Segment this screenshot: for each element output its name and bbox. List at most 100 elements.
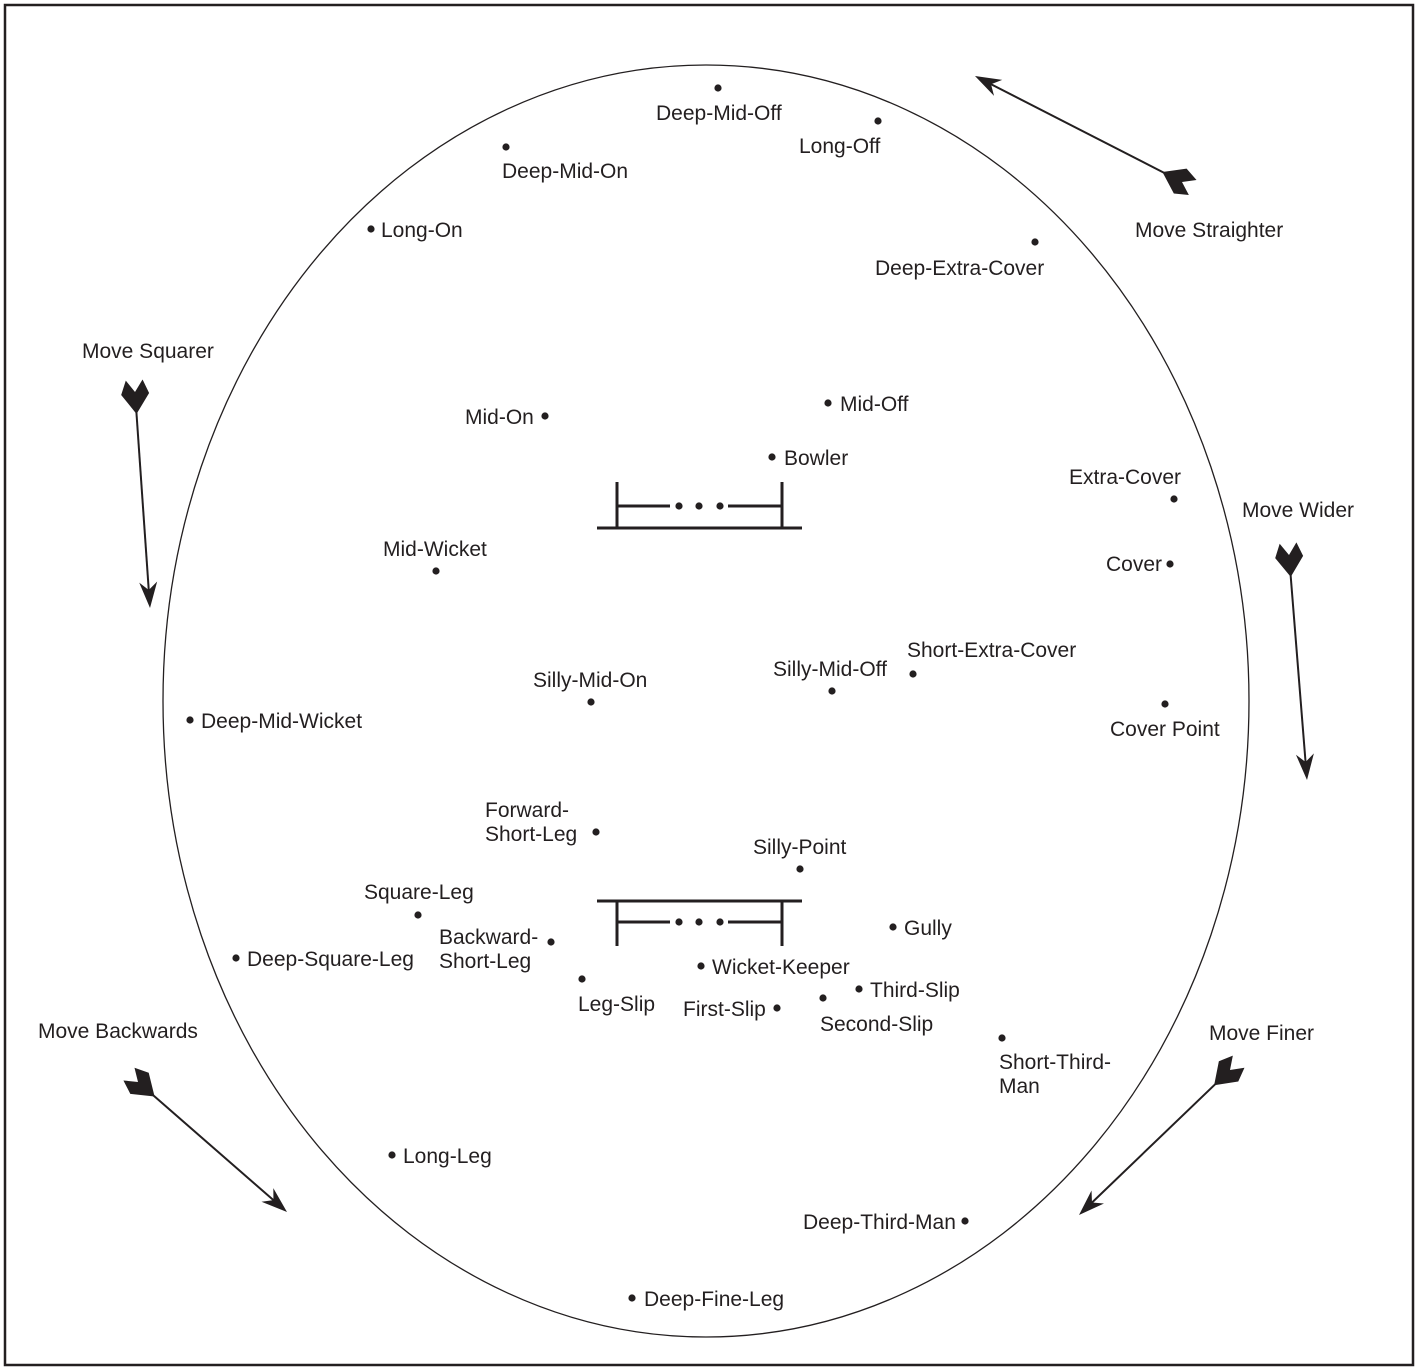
pitch (597, 482, 802, 946)
position-long-leg: Long-Leg (388, 1145, 492, 1168)
position-long-off: Long-Off (799, 117, 882, 158)
position-marker (697, 962, 705, 970)
position-silly-mid-off: Silly-Mid-Off (773, 658, 887, 695)
arrow-shaft (1288, 562, 1308, 775)
diagram-frame (3, 3, 1415, 1367)
position-marker (1170, 495, 1178, 503)
position-marker (773, 1004, 781, 1012)
position-marker (824, 399, 832, 407)
position-marker (541, 412, 549, 420)
position-marker (1161, 700, 1169, 708)
pitch-dot (695, 502, 703, 510)
position-label: Silly-Point (753, 836, 847, 859)
position-marker (889, 923, 897, 931)
move-straighter-arrow: Move Straighter (975, 76, 1283, 242)
position-first-slip: First-Slip (683, 998, 781, 1021)
position-label: Deep-Mid-Off (656, 102, 782, 125)
position-marker (232, 954, 240, 962)
position-marker (855, 985, 863, 993)
position-marker (796, 865, 804, 873)
position-wicket-keeper: Wicket-Keeper (697, 956, 850, 979)
position-deep-mid-off: Deep-Mid-Off (656, 84, 782, 125)
position-leg-slip: Leg-Slip (578, 975, 655, 1016)
position-label: Mid-Off (840, 393, 909, 416)
position-deep-fine-leg: Deep-Fine-Leg (628, 1288, 784, 1311)
position-label: Long-On (381, 219, 463, 242)
arrow-shaft (143, 1086, 284, 1209)
move-backwards-label: Move Backwards (38, 1020, 198, 1043)
position-marker (186, 716, 194, 724)
move-squarer-arrow: Move Squarer (82, 340, 214, 608)
position-marker (828, 687, 836, 695)
position-forward-short-leg: Forward-Short-Leg (485, 799, 600, 846)
fletching-icon (1275, 542, 1304, 577)
position-marker (628, 1294, 636, 1302)
position-deep-mid-on: Deep-Mid-On (502, 143, 628, 183)
position-silly-mid-on: Silly-Mid-On (533, 669, 647, 706)
position-label: Wicket-Keeper (712, 956, 850, 979)
position-deep-extra-cover: Deep-Extra-Cover (875, 238, 1044, 280)
arrowhead-icon (1295, 753, 1314, 780)
position-label: Deep-Fine-Leg (644, 1288, 784, 1311)
position-label: Extra-Cover (1069, 466, 1181, 489)
position-label: First-Slip (683, 998, 766, 1021)
position-marker (367, 225, 375, 233)
position-short-extra-cover: Short-Extra-Cover (907, 639, 1076, 678)
position-deep-mid-wicket: Deep-Mid-Wicket (186, 710, 362, 733)
move-finer-label: Move Finer (1209, 1022, 1314, 1045)
pitch-dot (675, 502, 683, 510)
position-label: Third-Slip (870, 979, 960, 1002)
position-marker (998, 1034, 1006, 1042)
fletching-icon (121, 379, 150, 414)
position-silly-point: Silly-Point (753, 836, 847, 873)
position-marker (874, 117, 882, 125)
position-label: Bowler (784, 447, 848, 470)
position-gully: Gully (889, 917, 952, 940)
bowler-end-crease (597, 482, 802, 530)
position-marker (592, 828, 600, 836)
position-label: Deep-Extra-Cover (875, 257, 1044, 280)
position-marker (547, 938, 555, 946)
position-square-leg: Square-Leg (364, 881, 474, 919)
position-label: Deep-Third-Man (803, 1211, 956, 1234)
move-straighter-label: Move Straighter (1135, 219, 1283, 242)
move-wider-arrow: Move Wider (1242, 499, 1354, 780)
position-extra-cover: Extra-Cover (1069, 466, 1181, 503)
field-boundary (162, 64, 1250, 1338)
position-label: Mid-On (465, 406, 534, 429)
position-marker (388, 1151, 396, 1159)
position-backward-short-leg: Backward-Short-Leg (439, 926, 555, 973)
position-mid-off: Mid-Off (824, 393, 909, 416)
arrow-shaft (134, 399, 151, 603)
position-label: Short-Extra-Cover (907, 639, 1076, 662)
move-finer-arrow: Move Finer (1079, 1022, 1314, 1215)
position-mid-wicket: Mid-Wicket (383, 538, 487, 575)
position-marker (819, 994, 827, 1002)
position-label: Backward-Short-Leg (439, 926, 538, 973)
pitch-dot (675, 918, 683, 926)
position-label: Cover (1106, 553, 1162, 576)
arrowhead-icon (139, 581, 158, 608)
move-squarer-label: Move Squarer (82, 340, 214, 363)
position-deep-third-man: Deep-Third-Man (803, 1211, 969, 1234)
position-marker (502, 143, 510, 151)
position-label: Long-Off (799, 135, 880, 158)
position-marker (768, 453, 776, 461)
pitch-dot (716, 502, 724, 510)
position-label: Square-Leg (364, 881, 474, 904)
arrowhead-icon (975, 76, 1003, 96)
position-short-third-man: Short-Third-Man (998, 1034, 1111, 1098)
position-mid-on: Mid-On (465, 406, 549, 429)
arrowhead-icon (1079, 1190, 1104, 1215)
position-marker (909, 670, 917, 678)
pitch-dot (716, 918, 724, 926)
position-label: Mid-Wicket (383, 538, 487, 561)
fletching-icon (123, 1067, 155, 1097)
position-label: Silly-Mid-Off (773, 658, 887, 681)
position-label: Leg-Slip (578, 993, 655, 1016)
move-backwards-arrow: Move Backwards (38, 1020, 287, 1212)
position-long-on: Long-On (367, 219, 463, 242)
